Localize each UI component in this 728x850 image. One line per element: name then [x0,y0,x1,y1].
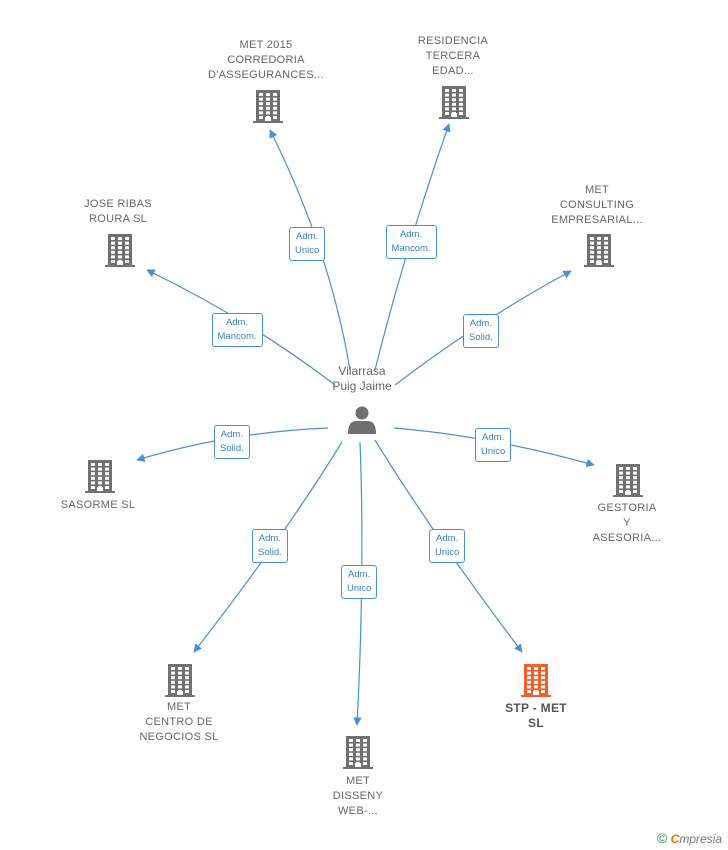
node-label-gestoria[interactable]: GESTORIA Y ASESORIA... [592,502,662,544]
edge-label-residencia[interactable]: Adm. Mancom. [385,225,437,259]
edge-label-metcentro[interactable]: Adm. Solid. [252,529,288,563]
icons [85,86,643,769]
node-label-sasorme[interactable]: SASORME SL [60,499,136,511]
building-icon[interactable] [165,664,195,697]
building-icon[interactable] [521,664,551,697]
edge-label-met2015[interactable]: Adm. Unico [289,227,326,261]
node-label-metcentro[interactable]: MET CENTRO DE NEGOCIOS SL [139,701,219,743]
edge-label-metconsulting[interactable]: Adm. Solid. [463,314,499,348]
edge-label-joseribas[interactable]: Adm. Mancom. [211,313,263,347]
edge-label-gestoria[interactable]: Adm. Unico [475,428,512,462]
node-label-metconsulting[interactable]: MET CONSULTING EMPRESARIAL... [551,184,643,226]
building-icon[interactable] [584,234,614,267]
building-icon[interactable] [439,86,469,119]
node-label-stpmet[interactable]: STP - MET SL [505,701,567,730]
edge-label-stpmet[interactable]: Adm. Unico [429,529,466,563]
center-person-label[interactable]: Vilarrasa Puig Jaime [332,364,392,393]
building-icon[interactable] [343,736,373,769]
brand-logo: © Cmpresia [656,830,722,846]
node-label-met2015[interactable]: MET 2015 CORREDORIA D'ASSEGURANCES... [207,39,324,81]
edge-label-metdisseny[interactable]: Adm. Unico [341,565,378,599]
building-icon[interactable] [253,90,283,123]
node-label-joseribas[interactable]: JOSE RIBAS ROURA SL [84,198,152,225]
building-icon[interactable] [85,460,115,493]
node-label-residencia[interactable]: RESIDENCIA TERCERA EDAD... [417,35,489,77]
edge-label-sasorme[interactable]: Adm. Solid. [214,425,250,459]
copyright-icon: © [656,830,668,846]
person-icon[interactable] [348,406,376,435]
building-icon[interactable] [613,464,643,497]
node-label-metdisseny[interactable]: MET DISSENY WEB-... [332,775,384,817]
building-icon[interactable] [105,234,135,267]
